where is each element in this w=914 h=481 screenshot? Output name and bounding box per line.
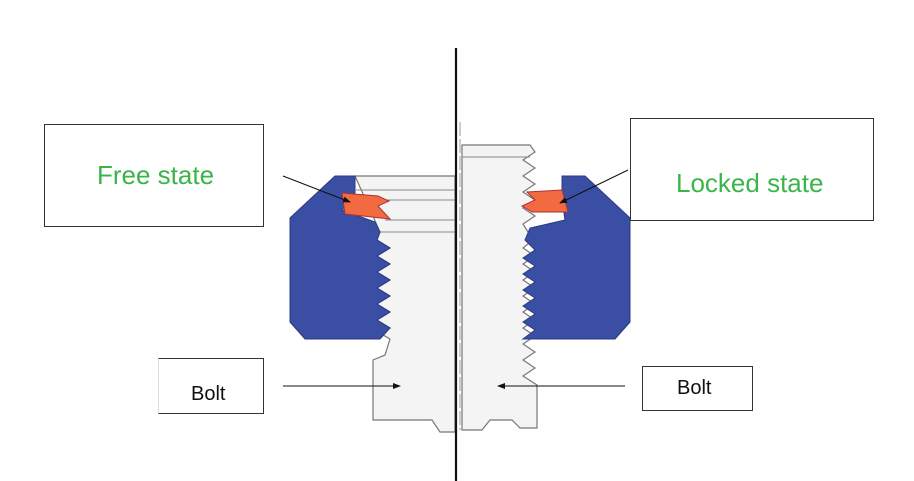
left-nut [289, 175, 391, 340]
locked-state-label: Locked state [676, 168, 824, 198]
locked-state-label-box: Locked state [630, 118, 874, 221]
right-bolt [461, 144, 538, 431]
free-state-label: Free state [97, 160, 215, 190]
bolt-left-label-box: Bolt [158, 358, 264, 414]
bolt-right-label: Bolt [677, 377, 712, 399]
bolt-left-label: Bolt [191, 382, 226, 405]
free-state-label-box: Free state [44, 124, 264, 227]
free-state-arrow [282, 175, 351, 203]
locked-state-arrow [559, 169, 629, 204]
right-nut [521, 175, 631, 340]
bolt-right-label-box: Bolt [642, 366, 753, 411]
left-insert [341, 192, 392, 220]
left-thread-lines [356, 189, 455, 233]
right-insert [520, 189, 569, 213]
